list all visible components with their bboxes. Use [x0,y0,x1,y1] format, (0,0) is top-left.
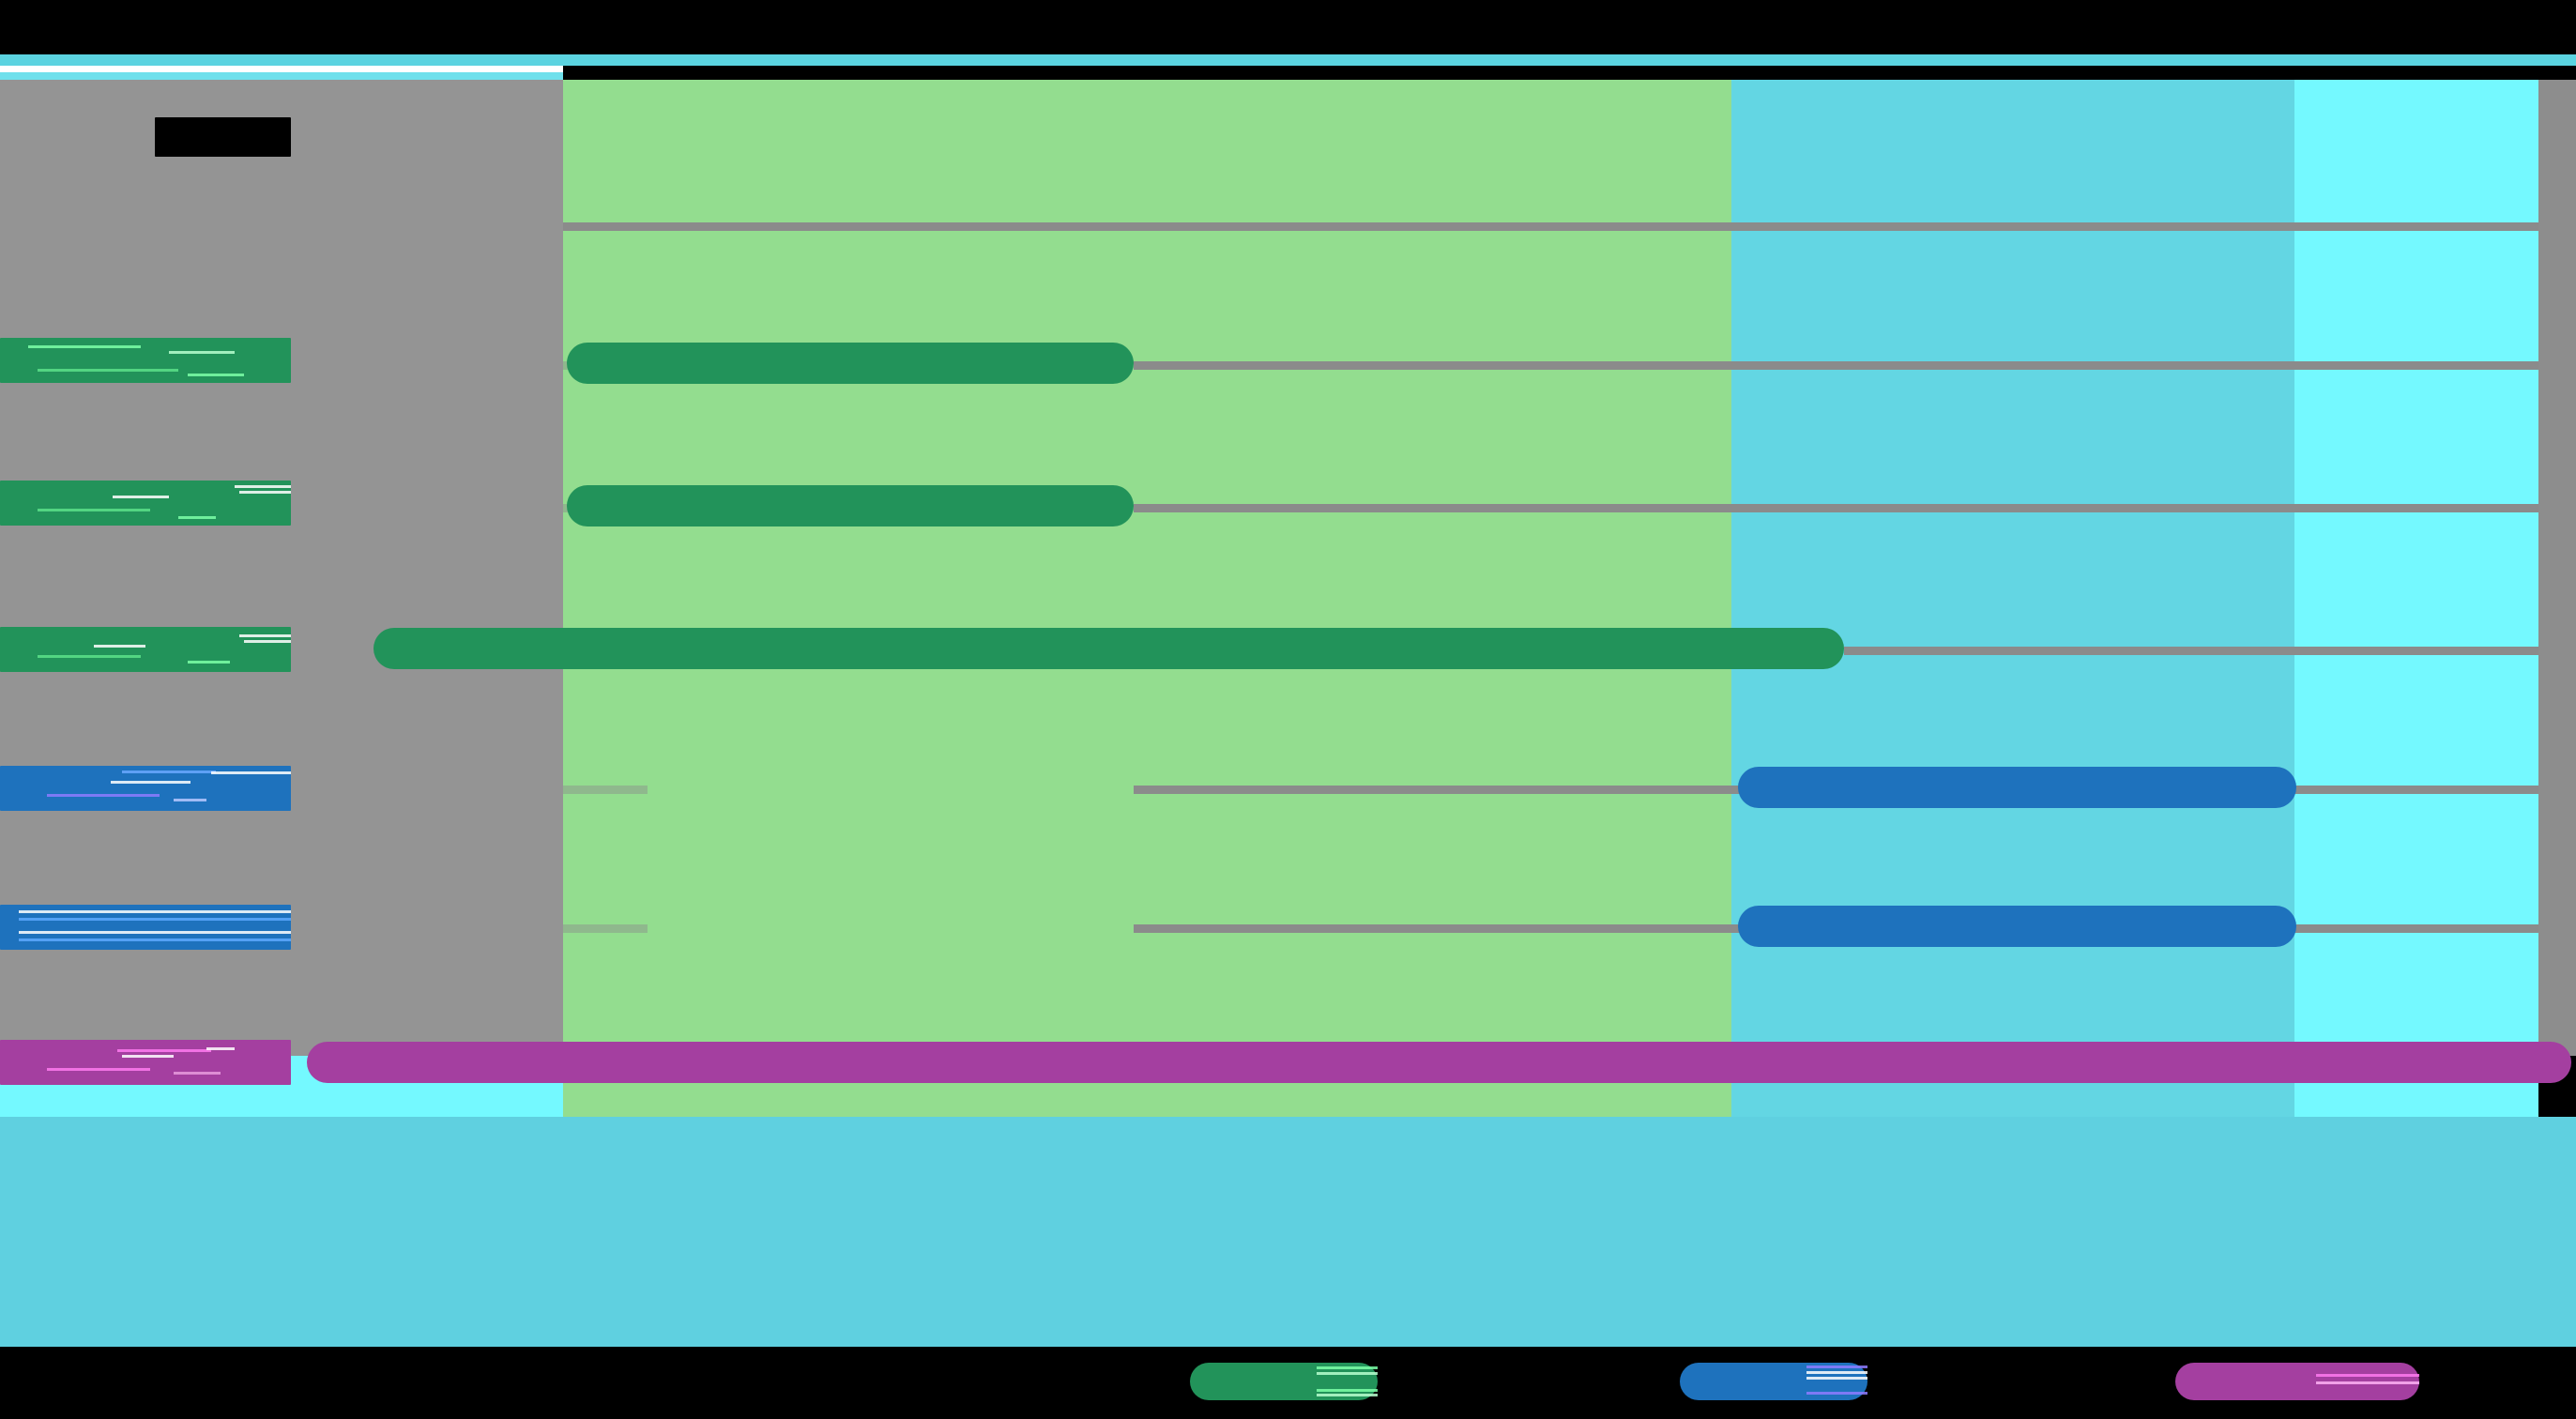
row-label-6-redacted[interactable] [0,1040,291,1085]
task-bar-row-5[interactable] [1738,906,2296,947]
chart-title-redacted [155,117,291,157]
chart-legend [0,1347,2576,1419]
gridline-row-5-left-stub [563,924,648,933]
task-bar-row-6[interactable] [307,1042,2571,1083]
legend-item-blue-redacted[interactable] [1680,1363,1867,1400]
header-cyan-strip-secondary [0,72,563,80]
legend-item-magenta-redacted[interactable] [2175,1363,2419,1400]
legend-item-green-redacted[interactable] [1190,1363,1378,1400]
footer-cyan-band [0,1117,2576,1347]
row-label-2-redacted[interactable] [0,481,291,526]
task-bar-row-3[interactable] [373,628,1844,669]
header-white-strip [0,66,563,72]
task-bar-row-4[interactable] [1738,767,2296,808]
gridline-row-2 [1134,504,2538,512]
row-label-4-redacted[interactable] [0,766,291,811]
gridline-row-3 [1844,647,2538,655]
gridline-row-0 [563,222,2538,231]
header-cyan-strip [0,54,2576,66]
gridline-row-4-left-stub [563,786,648,794]
row-label-3-redacted[interactable] [0,627,291,672]
row-label-5-redacted[interactable] [0,905,291,950]
session-2-band-right [2294,80,2538,1197]
gantt-chart-plot-area: Session 1 Session 2 [0,80,2576,1347]
gridline-row-1 [1134,361,2538,370]
right-gray-gutter [2538,80,2576,1056]
task-bar-row-1[interactable] [567,343,1134,384]
row-label-1-redacted[interactable] [0,338,291,383]
chart-gray-background [0,80,563,1056]
window-top-bar [0,0,2576,54]
task-bar-row-2[interactable] [567,485,1134,526]
